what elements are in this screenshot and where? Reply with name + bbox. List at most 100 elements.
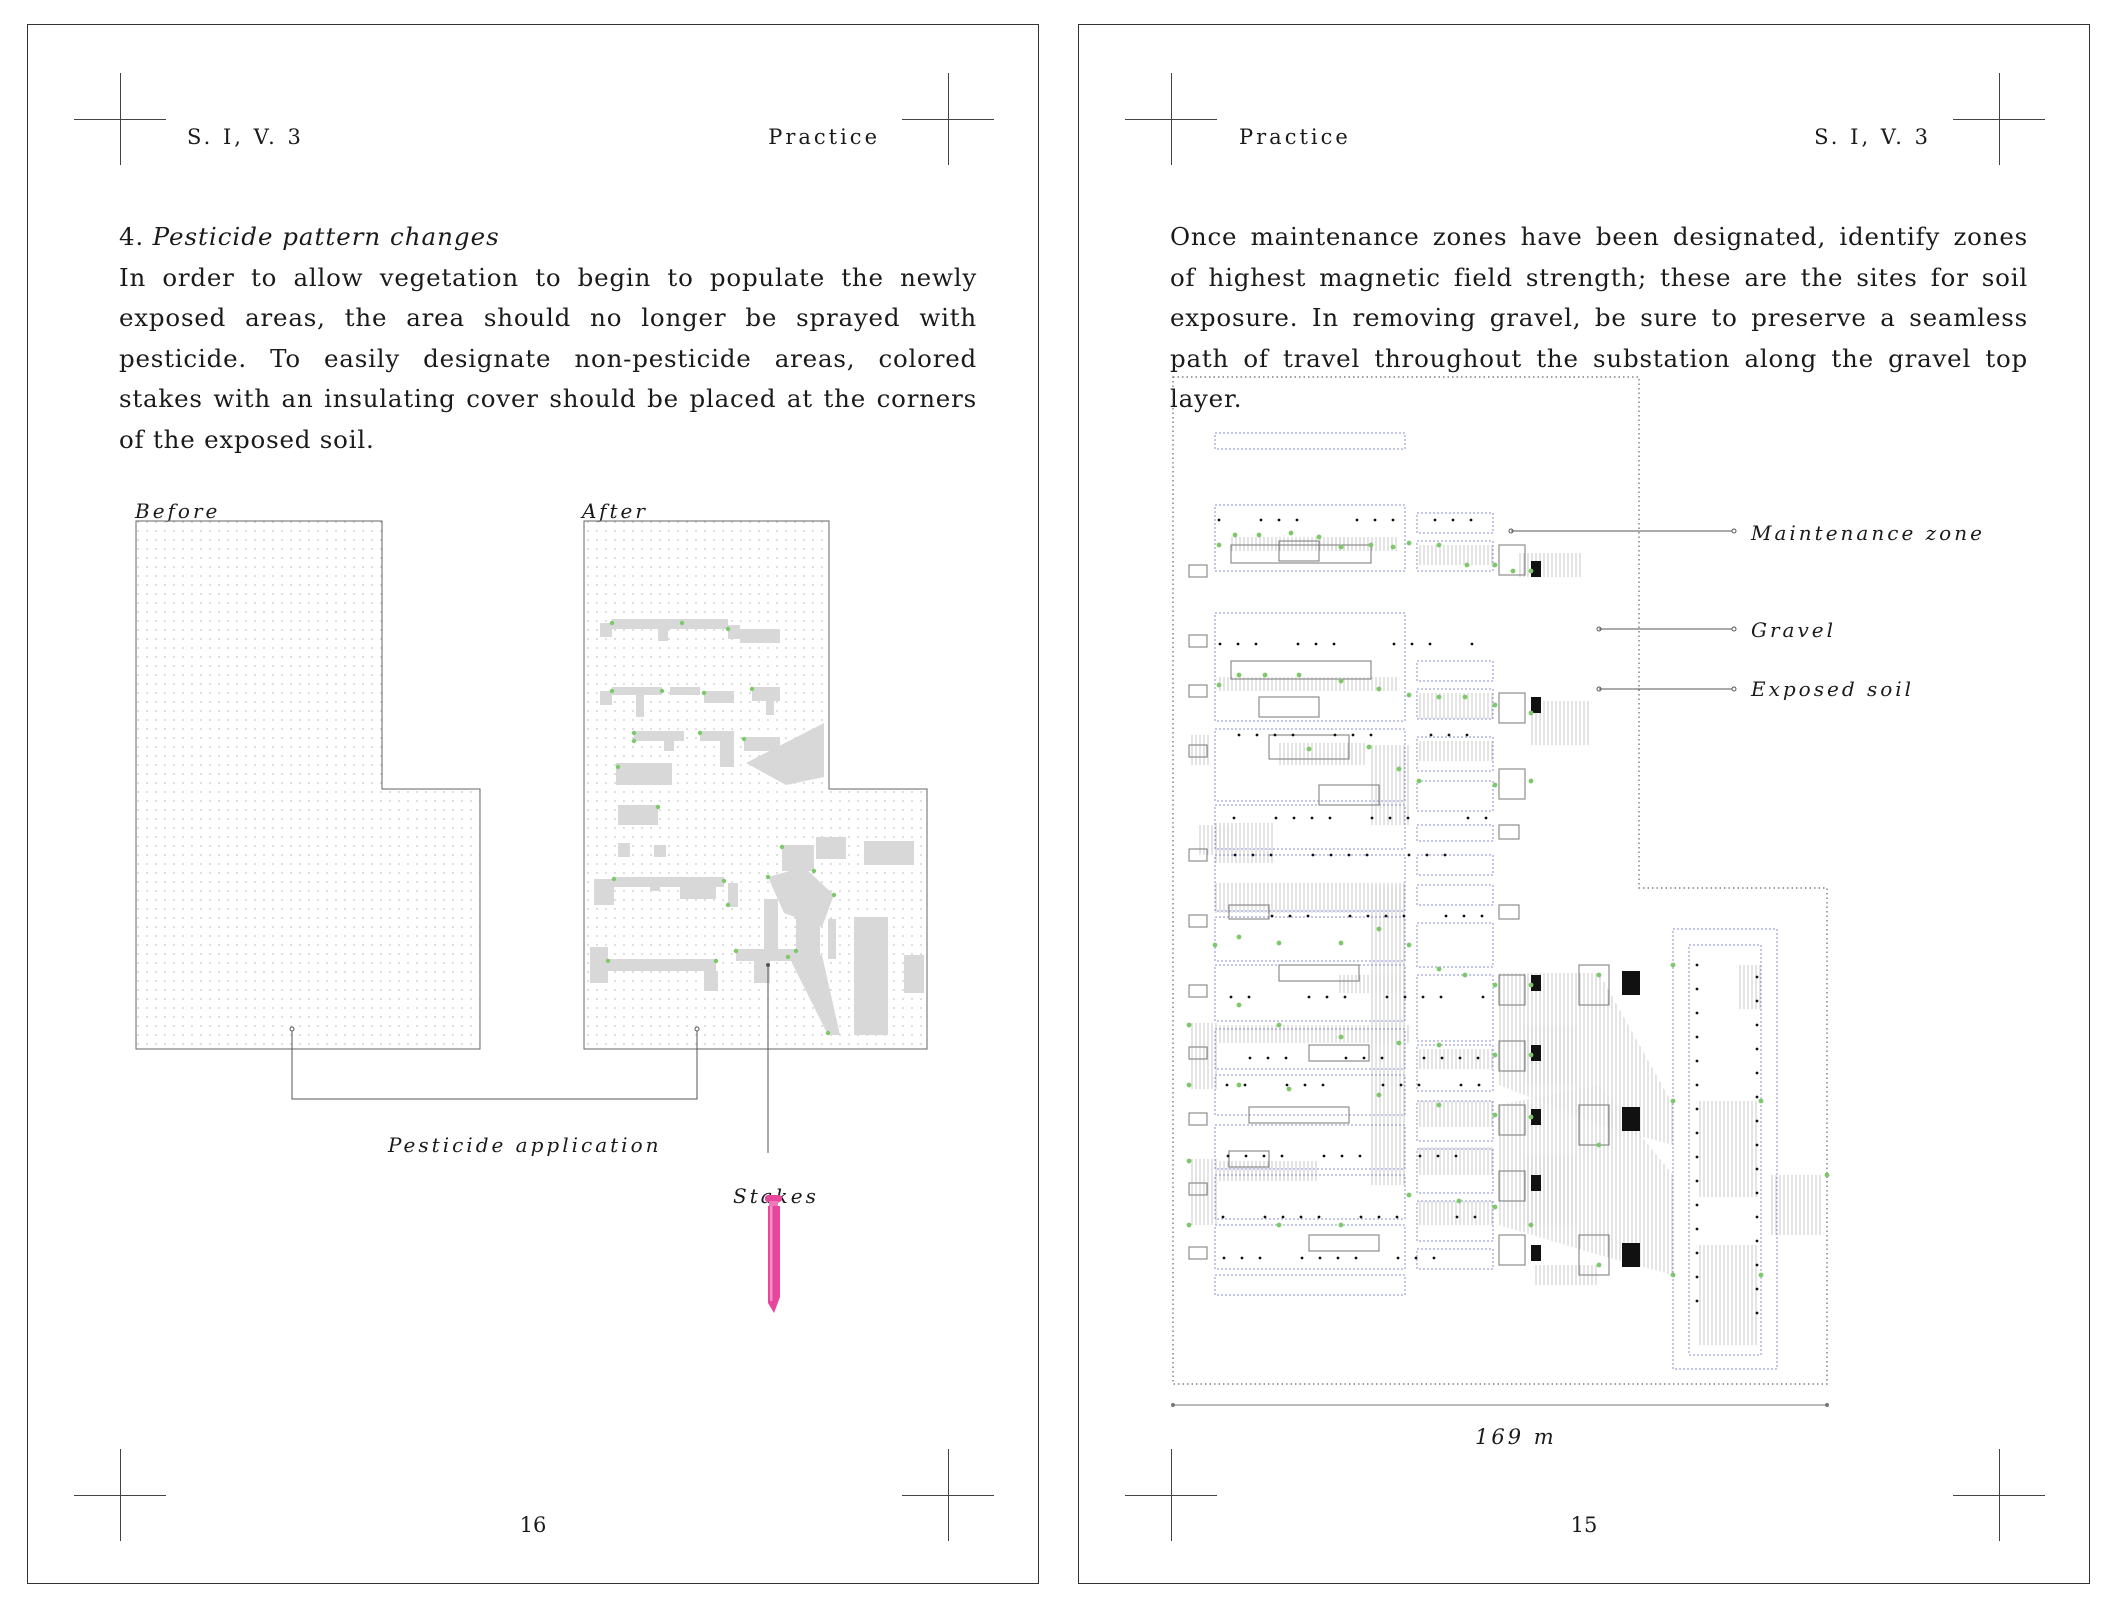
maintenance-zone [1416,660,1494,682]
stake-marker [1236,934,1242,940]
exposed-patch [744,737,780,751]
equipment-post [1755,1287,1759,1291]
equipment-post [1396,1256,1400,1260]
equipment-post [1244,1154,1248,1158]
equipment-post [1325,995,1329,999]
equipment-post [1755,1119,1759,1123]
stake-marker [1824,1172,1830,1178]
equipment-post [1395,1215,1399,1219]
maintenance-zones [1214,432,1778,1370]
equipment-post [1695,987,1699,991]
stake-marker [1338,1222,1344,1228]
equipment-post [1695,1083,1699,1087]
stake-marker [1296,672,1302,678]
running-head-right: S. I, V. 3 [1814,125,1931,149]
stake-marker [831,892,837,898]
stake-marker [1670,962,1676,968]
equipment-post [1695,1251,1699,1255]
equipment-post [1218,642,1222,646]
equipment-post [1248,1056,1252,1060]
exposed-patch [768,867,834,927]
exposed-patch [746,723,824,785]
stake-marker [749,686,755,692]
label-scale: 169 m [1475,1425,1557,1449]
stake-marker [1396,766,1402,772]
equipment-post [1258,1256,1262,1260]
stake-marker [1406,692,1412,698]
equipment-post [1274,816,1278,820]
hatched-area [1329,537,1399,551]
stake-marker [1510,568,1516,574]
exposed-patch [664,731,674,751]
stake-marker [631,730,637,736]
maintenance-zone [1416,1044,1494,1092]
equipment-post [1232,816,1236,820]
maintenance-zone [1416,824,1494,842]
exposed-patch [728,625,740,639]
equipment-post [1402,914,1406,918]
equipment-post [1380,1056,1384,1060]
equipment-post [1221,1215,1225,1219]
maintenance-zone [1416,854,1494,876]
equipment-posts [1217,518,1759,1315]
stake-marker [1528,710,1534,716]
equipment-post [1755,1239,1759,1243]
equipment-post [1306,914,1310,918]
maintenance-zone [1214,1074,1406,1116]
maintenance-zone [1214,612,1406,722]
equipment-post [1429,733,1433,737]
equipment-post [1755,1047,1759,1051]
hatched-area [1533,1265,1597,1285]
section-heading: 4. Pesticide pattern changes [119,217,977,258]
stake-marker [1596,1142,1602,1148]
stake-marker [1338,544,1344,550]
exposed-patch [616,763,672,785]
hatched-area [1199,825,1235,855]
equipment-post [1755,999,1759,1003]
maintenance-zone [1416,540,1494,572]
equipment-post [1322,1154,1326,1158]
equipment-outline [1188,1046,1208,1060]
stake-marker [785,954,791,960]
stake-marker [609,620,615,626]
stake-marker [1232,532,1238,538]
stake-marker [659,688,665,694]
scale-bar-end [1825,1403,1829,1407]
equipment-outline [1248,1106,1350,1124]
equipment-post [1284,1056,1288,1060]
hatched-area [1219,677,1399,691]
stake-marker [725,626,731,632]
stake-marker [713,958,719,964]
stake-marker [1236,672,1242,678]
stake-marker [655,804,661,810]
equipment-post [1695,1203,1699,1207]
maintenance-zone [1672,928,1778,1370]
equipment-post [1695,1155,1699,1159]
transformer [1531,1175,1541,1191]
exposed-patch [766,701,774,715]
stake-marker [1758,1098,1764,1104]
maintenance-zone [1416,736,1494,772]
equipment-post [1362,1056,1366,1060]
running-head-right: Practice [768,125,880,149]
stake-marker [1492,782,1498,788]
equipment-post [1373,518,1377,522]
equipment-outline [1578,964,1610,1006]
stake-marker [1366,744,1372,750]
equipment-post [1336,1256,1340,1260]
equipment-outline [1318,784,1380,806]
exposed-patch [704,971,718,991]
equipment-post [1381,1083,1385,1087]
equipment-post [1695,1227,1699,1231]
equipment-post [1388,816,1392,820]
equipment-post [1391,518,1395,522]
stake-marker [1216,682,1222,688]
exposed-patch [634,731,684,741]
equipment-post [1695,1131,1699,1135]
stake-marker [1286,1086,1292,1092]
exposed-soil-hatching [1189,537,1821,1345]
exposed-patch [752,687,780,701]
exposed-patch [700,731,734,741]
equipment-post [1366,914,1370,918]
maintenance-zone [1416,974,1494,1042]
